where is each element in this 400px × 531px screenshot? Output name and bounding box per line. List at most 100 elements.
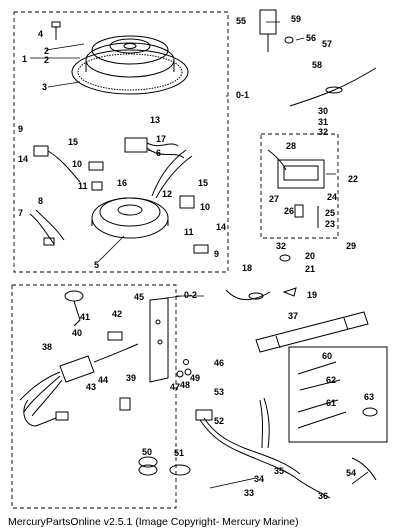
main-harness — [195, 397, 331, 499]
cable-harness-44 — [23, 399, 69, 427]
callout-59: 59 — [291, 14, 301, 24]
callout-7: 7 — [18, 208, 23, 218]
callout-2b: 2 — [44, 55, 49, 65]
callout-61: 61 — [326, 398, 336, 408]
callout-52: 52 — [214, 416, 224, 426]
callout-28: 28 — [286, 141, 296, 151]
callout-49: 49 — [190, 373, 200, 383]
callout-37: 37 — [288, 311, 298, 321]
callout-50: 50 — [142, 447, 152, 457]
callout-25: 25 — [325, 208, 335, 218]
bracket-10-upper — [88, 161, 104, 171]
callout-46: 46 — [214, 358, 224, 368]
callout-2: 2 — [44, 46, 49, 56]
group-0-2-boundary — [11, 284, 177, 509]
callout-63: 63 — [364, 392, 374, 402]
callout-58: 58 — [312, 60, 322, 70]
bushing-51 — [169, 464, 191, 476]
callout-40: 40 — [72, 328, 82, 338]
cable-7 — [29, 209, 65, 246]
wire-18 — [225, 289, 271, 301]
trigger-leads — [151, 149, 193, 199]
callout-47: 47 — [170, 382, 180, 392]
callout-0-1: 0-1 — [236, 90, 249, 100]
callout-6: 6 — [156, 148, 161, 158]
callout-55: 55 — [236, 16, 246, 26]
callout-18: 18 — [242, 263, 252, 273]
callout-34: 34 — [254, 474, 264, 484]
callout-43: 43 — [86, 382, 96, 392]
washers-47-49 — [176, 359, 192, 378]
group-22-boundary — [260, 133, 339, 239]
stator-plate — [91, 197, 169, 239]
callout-60: 60 — [322, 351, 332, 361]
callout-27: 27 — [269, 194, 279, 204]
callout-39: 39 — [126, 373, 136, 383]
callout-10b: 10 — [200, 202, 210, 212]
callout-5: 5 — [94, 260, 99, 270]
callout-15b: 15 — [198, 178, 208, 188]
clip-19 — [282, 287, 297, 297]
coil-6 — [124, 137, 185, 159]
callout-38: 38 — [42, 342, 52, 352]
bushing-50 — [138, 456, 158, 476]
callout-15a: 15 — [68, 137, 78, 147]
key-39 — [119, 397, 131, 411]
callout-32b: 32 — [276, 241, 286, 251]
callout-9a: 9 — [18, 124, 23, 134]
starter-button-55 — [259, 9, 277, 52]
callout-14b: 14 — [216, 222, 226, 232]
callout-16: 16 — [117, 178, 127, 188]
callout-26: 26 — [284, 206, 294, 216]
callout-51: 51 — [174, 448, 184, 458]
switch-40-41 — [64, 290, 84, 327]
callout-12: 12 — [162, 189, 172, 199]
callout-11a: 11 — [78, 181, 88, 191]
nut-56 — [284, 36, 294, 44]
sleeve-37 — [255, 311, 369, 353]
callout-19: 19 — [307, 290, 317, 300]
regulator-22 — [267, 149, 325, 189]
callout-17: 17 — [156, 134, 166, 144]
callout-24: 24 — [327, 192, 337, 202]
callout-31: 31 — [318, 117, 328, 127]
callout-1: 1 — [22, 54, 27, 64]
leader-lines — [30, 21, 369, 489]
callout-35: 35 — [274, 466, 284, 476]
plug-42 — [107, 331, 123, 341]
wire-54 — [351, 457, 377, 481]
callout-3: 3 — [42, 82, 47, 92]
group-0-1-boundary — [13, 11, 229, 273]
callout-21: 21 — [305, 264, 315, 274]
callout-11b: 11 — [184, 227, 194, 237]
callout-48: 48 — [180, 380, 190, 390]
clamp-11 — [91, 181, 103, 191]
callout-8: 8 — [38, 196, 43, 206]
callout-4: 4 — [38, 29, 43, 39]
callout-33: 33 — [244, 488, 254, 498]
flywheel — [71, 35, 189, 95]
callout-0-2: 0-2 — [184, 290, 197, 300]
kit-box-60-63 — [288, 346, 388, 443]
callout-22: 22 — [348, 174, 358, 184]
callout-44: 44 — [98, 375, 108, 385]
post-26 — [294, 204, 304, 218]
kit-wires — [297, 361, 378, 429]
flywheel-bolt — [51, 21, 61, 40]
callout-29: 29 — [346, 241, 356, 251]
callout-10a: 10 — [72, 159, 82, 169]
image-caption: MercuryPartsOnline v2.5.1 (Image Copyrig… — [8, 516, 299, 528]
callout-36: 36 — [318, 491, 328, 501]
callout-14a: 14 — [18, 154, 28, 164]
bracket-45 — [149, 297, 169, 383]
callouts: 4 2 1 2 3 0-1 13 9 15 17 6 14 10 11 16 1… — [18, 14, 374, 501]
harness-38 — [19, 343, 139, 417]
callout-41: 41 — [80, 312, 90, 322]
callout-20: 20 — [305, 251, 315, 261]
module-10-lower — [179, 195, 195, 209]
callout-30: 30 — [318, 106, 328, 116]
callout-62: 62 — [326, 375, 336, 385]
cable-57-58 — [289, 67, 377, 107]
callout-57: 57 — [322, 39, 332, 49]
